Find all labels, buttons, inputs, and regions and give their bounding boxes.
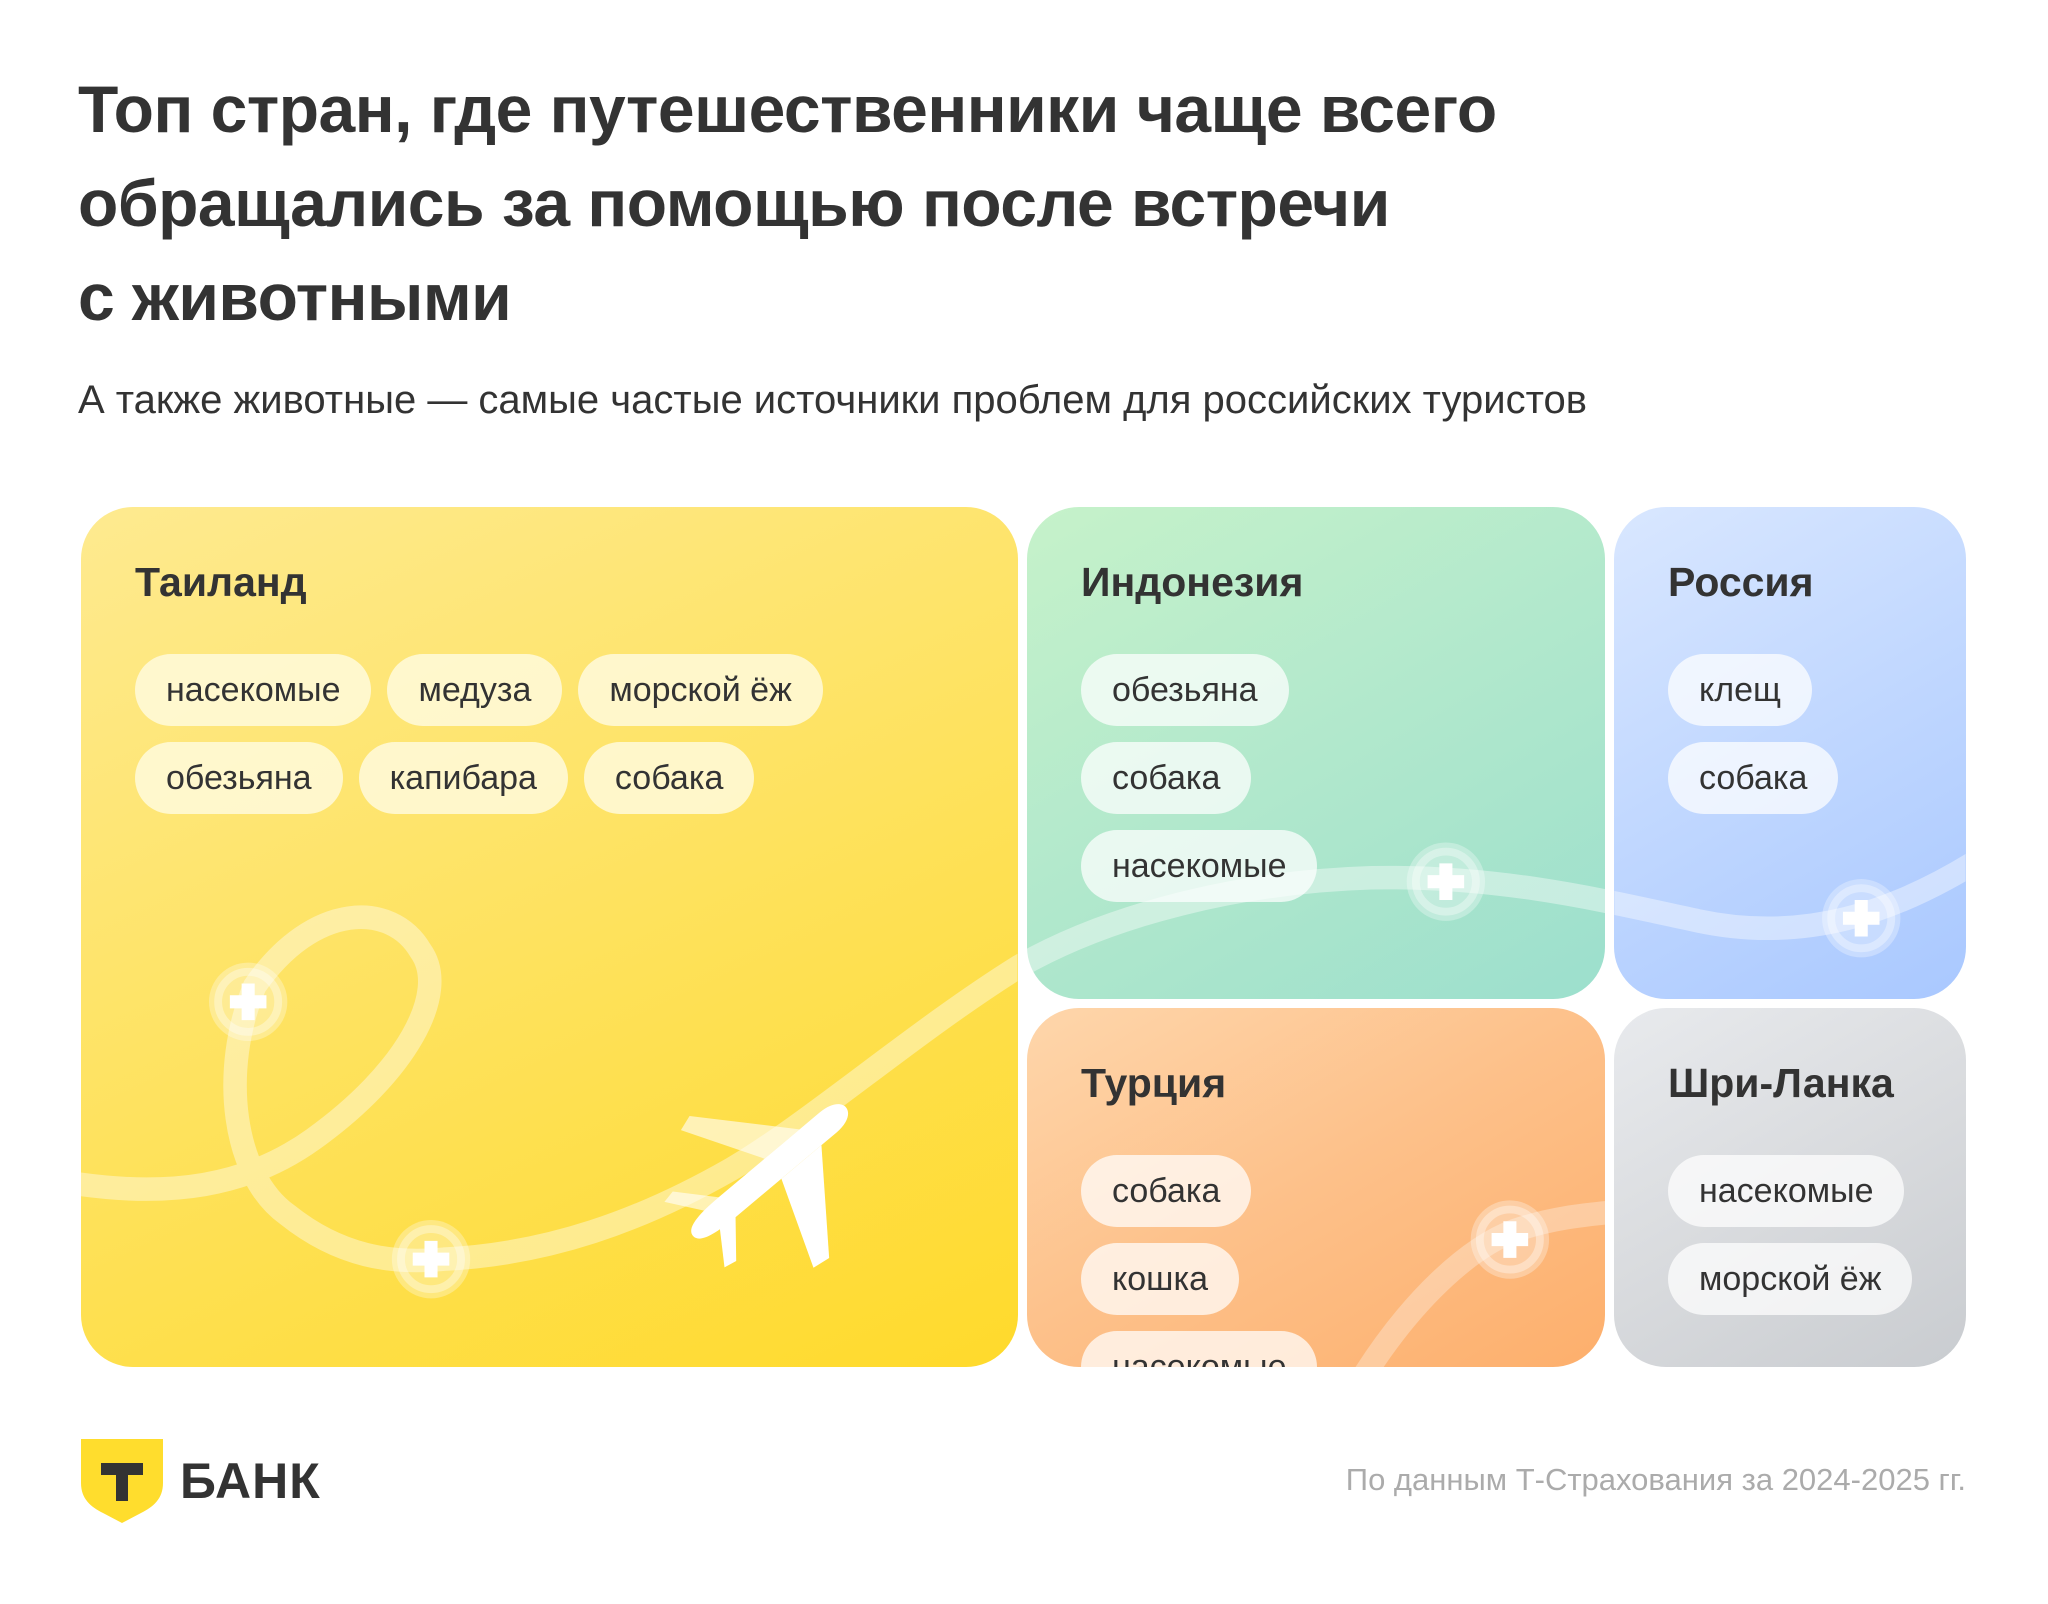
country-card-thailand: Таиланд насекомые медуза морской ёж обез… xyxy=(81,507,1018,1367)
animal-chip: собака xyxy=(1081,742,1252,814)
animal-chip: собака xyxy=(583,742,755,814)
animal-chips: клещ собака xyxy=(1668,654,1946,814)
country-name: Россия xyxy=(1668,559,1814,605)
country-name: Таиланд xyxy=(135,559,307,605)
animal-chips: собака кошка насекомые xyxy=(1081,1155,1425,1367)
title-line: Топ стран, где путешественники чаще всег… xyxy=(78,72,1497,146)
country-name: Шри-Ланка xyxy=(1668,1060,1894,1106)
page-title: Топ стран, где путешественники чаще всег… xyxy=(78,62,1778,344)
animal-chip: собака xyxy=(1668,742,1839,814)
tbank-logo xyxy=(81,1439,163,1523)
animal-chip: насекомые xyxy=(1081,830,1318,902)
animal-chip: медуза xyxy=(387,654,563,726)
animal-chip: насекомые xyxy=(135,654,372,726)
country-card-indonesia: Индонезия обезьяна собака насекомые xyxy=(1027,507,1605,999)
animal-chip: обезьяна xyxy=(1081,654,1289,726)
country-name: Турция xyxy=(1081,1060,1227,1106)
data-source: По данным Т-Страхования за 2024-2025 гг. xyxy=(1345,1462,1966,1497)
title-line: с животными xyxy=(78,260,512,334)
brand-name: БАНК xyxy=(180,1453,321,1509)
animal-chips: насекомые морской ёж xyxy=(1668,1155,1946,1315)
title-line: обращались за помощью после встречи xyxy=(78,166,1390,240)
animal-chips: обезьяна собака насекомые xyxy=(1081,654,1465,902)
animal-chip: морской ёж xyxy=(1668,1243,1913,1315)
animal-chip: капибара xyxy=(358,742,568,814)
subtitle: А также животные — самые частые источник… xyxy=(78,378,1587,422)
animal-chip: морской ёж xyxy=(578,654,823,726)
country-card-russia: Россия клещ собака xyxy=(1614,507,1966,999)
animal-chip: обезьяна xyxy=(135,742,343,814)
animal-chip: собака xyxy=(1081,1155,1252,1227)
animal-chip: кошка xyxy=(1081,1243,1239,1315)
country-card-sri-lanka: Шри-Ланка насекомые морской ёж xyxy=(1614,1008,1966,1367)
country-name: Индонезия xyxy=(1081,559,1304,605)
animal-chips: насекомые медуза морской ёж обезьяна кап… xyxy=(135,654,998,814)
animal-chip: клещ xyxy=(1668,654,1812,726)
animal-chip: насекомые xyxy=(1081,1331,1318,1367)
animal-chip: насекомые xyxy=(1668,1155,1905,1227)
country-card-turkey: Турция собака кошка насекомые xyxy=(1027,1008,1605,1367)
